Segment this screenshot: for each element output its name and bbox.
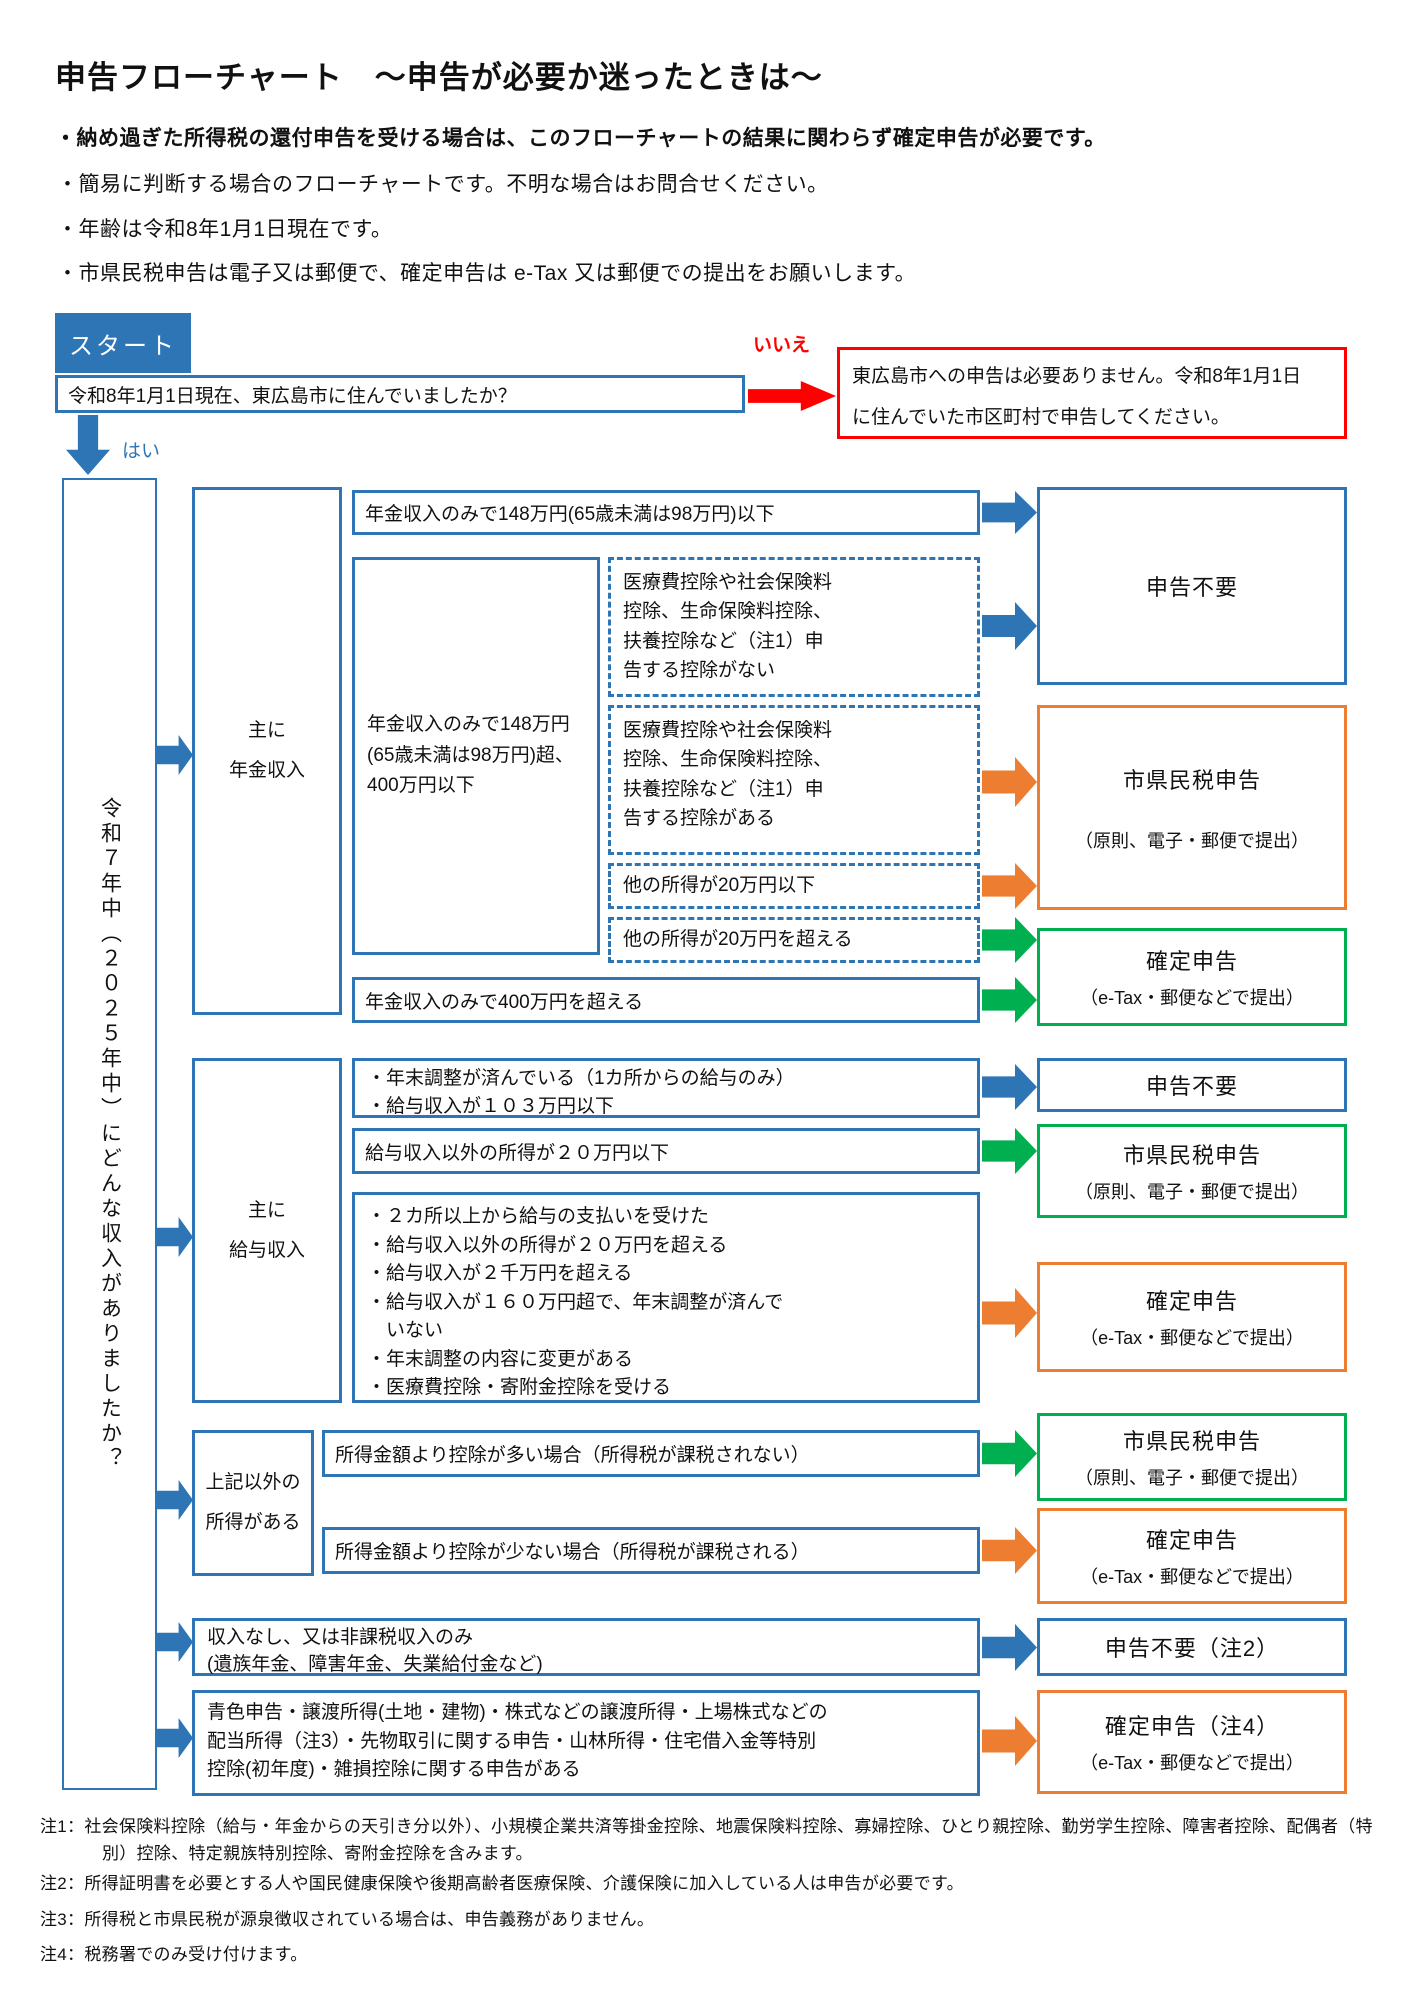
- header-note-4: ・市県民税申告は電子又は郵便で、確定申告は e-Tax 又は郵便での提出をお願い…: [57, 262, 917, 285]
- arrow-pension-over400-to-final-return: [982, 977, 1037, 1023]
- arrow-salary-other-le20-to-city-tax: [982, 1128, 1037, 1174]
- pension-no-deductions-box: 医療費控除や社会保険料 控除、生命保険料控除、 扶養控除など（注1）申 告する控…: [608, 557, 980, 697]
- no-label: いいえ: [753, 335, 811, 356]
- special-filings-box: 青色申告・譲渡所得(土地・建物)・株式などの譲渡所得・上場株式などの 配当所得（…: [192, 1690, 980, 1796]
- yes-label: はい: [122, 441, 161, 462]
- outcome-pension-final-return: 確定申告 （e-Tax・郵便などで提出）: [1037, 928, 1347, 1026]
- footnote-3: 注3：所得税と市県民税が源泉徴収されている場合は、申告義務がありません。: [40, 1910, 655, 1929]
- outcome-title: 確定申告（注4）: [1104, 1714, 1280, 1739]
- footnote-4: 注4：税務署でのみ受け付けます。: [40, 1945, 308, 1964]
- arrow-other-taxed-to-final-return: [982, 1527, 1037, 1574]
- not-resident-result-box: 東広島市への申告は必要ありません。令和8年1月1日 に住んでいた市区町村で申告し…: [837, 347, 1347, 439]
- feeder-arrow-special: [157, 1718, 193, 1758]
- arrow-salary-adjusted-to-not-required: [982, 1064, 1037, 1110]
- feeder-arrow-pension: [157, 735, 193, 775]
- outcome-title: 市県民税申告: [1122, 1429, 1261, 1454]
- outcome-other-city-tax: 市県民税申告 （原則、電子・郵便で提出）: [1037, 1413, 1347, 1501]
- pension-other-income-gt20-box: 他の所得が20万円を超える: [608, 917, 980, 963]
- arrow-other-not-taxed-to-city-tax: [982, 1430, 1037, 1477]
- outcome-special-final-return: 確定申告（注4） （e-Tax・郵便などで提出）: [1037, 1690, 1347, 1794]
- footnote-1: 注1：社会保険料控除（給与・年金からの天引き分以外）、小規模企業共済等掛金控除、…: [40, 1817, 1373, 1864]
- pension-cond-148-400-box: 年金収入のみで148万円 (65歳未満は98万円)超、 400万円以下: [352, 557, 600, 955]
- no-arrow: [748, 381, 836, 411]
- outcome-note: （原則、電子・郵便で提出）: [1075, 830, 1309, 851]
- salary-cond-adjusted-box: ・年末調整が済んでいる（1カ所からの給与のみ） ・給与収入が１０３万円以下: [352, 1058, 980, 1118]
- arrow-pension-other-gt20-to-final-return: [982, 917, 1037, 963]
- income-question-text: 令和７年中（２０２５年中）にどんな収入がありましたか？: [98, 796, 122, 1472]
- feeder-arrow-no-income: [157, 1622, 193, 1662]
- header-note-3: ・年齢は令和8年1月1日現在です。: [57, 218, 393, 241]
- pension-category-box: 主に 年金収入: [192, 487, 342, 1015]
- outcome-pension-not-required: 申告不要: [1037, 487, 1347, 685]
- outcome-note: （e-Tax・郵便などで提出）: [1080, 1567, 1304, 1587]
- outcome-title: 市県民税申告: [1122, 1143, 1261, 1168]
- outcome-title: 市県民税申告: [1122, 767, 1261, 793]
- arrow-pension-has-deductions-to-city-tax: [982, 757, 1037, 807]
- arrow-salary-to-final-return: [982, 1288, 1037, 1338]
- arrow-pension-under148-to-not-required: [982, 491, 1037, 534]
- feeder-arrow-other-income: [157, 1480, 193, 1520]
- arrow-pension-other-le20-to-city-tax: [982, 863, 1037, 909]
- pension-has-deductions-box: 医療費控除や社会保険料 控除、生命保険料控除、 扶養控除など（注1）申 告する控…: [608, 705, 980, 855]
- start-badge: スタート: [55, 313, 191, 373]
- feeder-arrow-salary: [157, 1217, 193, 1257]
- pension-cond-over-400-box: 年金収入のみで400万円を超える: [352, 977, 980, 1023]
- outcome-note: （e-Tax・郵便などで提出）: [1080, 1328, 1304, 1348]
- outcome-title: 申告不要: [1145, 575, 1238, 600]
- outcome-title: 確定申告: [1145, 1528, 1238, 1553]
- outcome-note: （原則、電子・郵便で提出）: [1075, 1468, 1309, 1488]
- header-note-1: ・納め過ぎた所得税の還付申告を受ける場合は、このフローチャートの結果に関わらず確…: [55, 127, 1106, 150]
- outcome-other-final-return: 確定申告 （e-Tax・郵便などで提出）: [1037, 1508, 1347, 1604]
- other-income-category-box: 上記以外の 所得がある: [192, 1430, 314, 1576]
- outcome-note: （原則、電子・郵便で提出）: [1075, 1182, 1309, 1202]
- arrow-special-to-final-return: [982, 1716, 1037, 1766]
- residence-question-box: 令和8年1月1日現在、東広島市に住んでいましたか？: [55, 375, 745, 413]
- outcome-title: 申告不要: [1145, 1074, 1238, 1099]
- outcome-salary-city-tax: 市県民税申告 （原則、電子・郵便で提出）: [1037, 1124, 1347, 1218]
- yes-arrow: [66, 415, 110, 475]
- income-question-box: 令和７年中（２０２５年中）にどんな収入がありましたか？: [62, 478, 157, 1790]
- no-income-box: 収入なし、又は非課税収入のみ (遺族年金、障害年金、失業給付金など): [192, 1618, 980, 1676]
- outcome-none-not-required: 申告不要（注2）: [1037, 1618, 1347, 1676]
- outcome-title: 申告不要（注2）: [1104, 1636, 1280, 1661]
- outcome-title: 確定申告: [1145, 949, 1238, 974]
- outcome-title: 確定申告: [1145, 1289, 1238, 1314]
- pension-other-income-le20-box: 他の所得が20万円以下: [608, 863, 980, 909]
- arrow-pension-no-deductions-to-not-required: [982, 602, 1037, 650]
- footnote-2: 注2：所得証明書を必要とする人や国民健康保険や後期高齢者医療保険、介護保険に加入…: [40, 1874, 964, 1893]
- salary-cond-final-return-box: ・２カ所以上から給与の支払いを受けた ・給与収入以外の所得が２０万円を超える ・…: [352, 1192, 980, 1403]
- other-income-not-taxed-box: 所得金額より控除が多い場合（所得税が課税されない）: [322, 1430, 980, 1477]
- outcome-salary-not-required: 申告不要: [1037, 1058, 1347, 1112]
- salary-cond-other-le20-box: 給与収入以外の所得が２０万円以下: [352, 1128, 980, 1174]
- other-income-taxed-box: 所得金額より控除が少ない場合（所得税が課税される）: [322, 1527, 980, 1574]
- arrow-no-income-to-not-required: [982, 1624, 1037, 1671]
- outcome-note: （e-Tax・郵便などで提出）: [1080, 988, 1304, 1008]
- header-note-2: ・簡易に判断する場合のフローチャートです。不明な場合はお問合せください。: [57, 173, 829, 196]
- outcome-note: （e-Tax・郵便などで提出）: [1080, 1753, 1304, 1773]
- outcome-pension-city-tax: 市県民税申告 （原則、電子・郵便で提出）: [1037, 705, 1347, 910]
- pension-cond-under-148-box: 年金収入のみで148万円(65歳未満は98万円)以下: [352, 490, 980, 535]
- page-title: 申告フローチャート ～申告が必要か迷ったときは～: [55, 60, 823, 95]
- outcome-salary-final-return: 確定申告 （e-Tax・郵便などで提出）: [1037, 1262, 1347, 1372]
- salary-category-box: 主に 給与収入: [192, 1058, 342, 1403]
